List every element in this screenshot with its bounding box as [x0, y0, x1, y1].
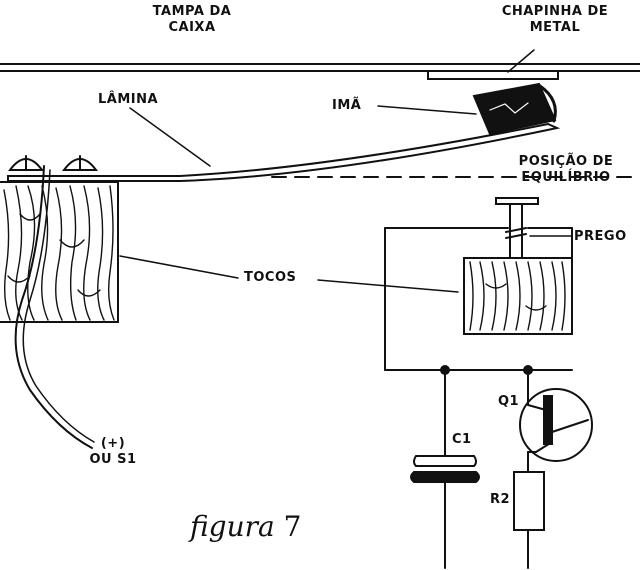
label-r2: R2: [490, 492, 511, 507]
wood-block-left: [0, 181, 119, 323]
nail: [495, 197, 539, 263]
label-posicao-de-equilibrio: POSIÇÃO DE EQUILÍBRIO: [500, 154, 632, 186]
r2-body: [513, 471, 545, 531]
label-c1: C1: [452, 432, 472, 447]
metal-plate: [427, 70, 559, 80]
q1-base-bar: [543, 395, 553, 445]
screw-right: [62, 155, 98, 171]
label-posicao-line1: POSIÇÃO DE: [518, 154, 614, 169]
label-chapinha-line2: METAL: [529, 20, 581, 35]
label-plus-or-s1: (+) OU S1: [78, 436, 148, 468]
label-tocos: TOCOS: [244, 270, 297, 285]
label-q1: Q1: [498, 394, 520, 409]
c1-plate-bottom: [410, 471, 480, 483]
label-prego: PREGO: [574, 229, 627, 244]
blade: [7, 122, 561, 182]
figure-caption: figura 7: [190, 510, 301, 543]
label-ima: IMÃ: [332, 98, 362, 113]
leader-tocos-right: [317, 279, 459, 293]
label-lamina: LÂMINA: [98, 92, 159, 107]
label-posicao-line2: EQUILÍBRIO: [521, 170, 611, 185]
label-tampa-line2: CAIXA: [168, 20, 216, 35]
leader-tocos-left: [119, 255, 239, 279]
leader-ima: [377, 105, 477, 115]
c1-plate-top: [413, 455, 477, 467]
label-ou-s1: OU S1: [89, 452, 137, 467]
magnet: [472, 82, 557, 136]
label-chapinha-line1: CHAPINHA DE: [501, 4, 609, 19]
leader-chapinha: [507, 49, 535, 73]
wood-block-right: [463, 257, 573, 335]
label-tampa-line1: TAMPA DA: [152, 4, 232, 19]
lead-wire: [14, 165, 93, 449]
q1-body: [519, 388, 593, 462]
caption-number: 7: [283, 510, 302, 543]
label-plus: (+): [100, 436, 126, 451]
leader-lamina: [129, 107, 211, 167]
label-chapinha-de-metal: CHAPINHA DE METAL: [490, 4, 620, 36]
label-tampa-da-caixa: TAMPA DA CAIXA: [140, 4, 244, 36]
circuit-frame: [384, 227, 573, 371]
screw-left: [8, 155, 44, 171]
caption-word: figura: [190, 510, 275, 543]
